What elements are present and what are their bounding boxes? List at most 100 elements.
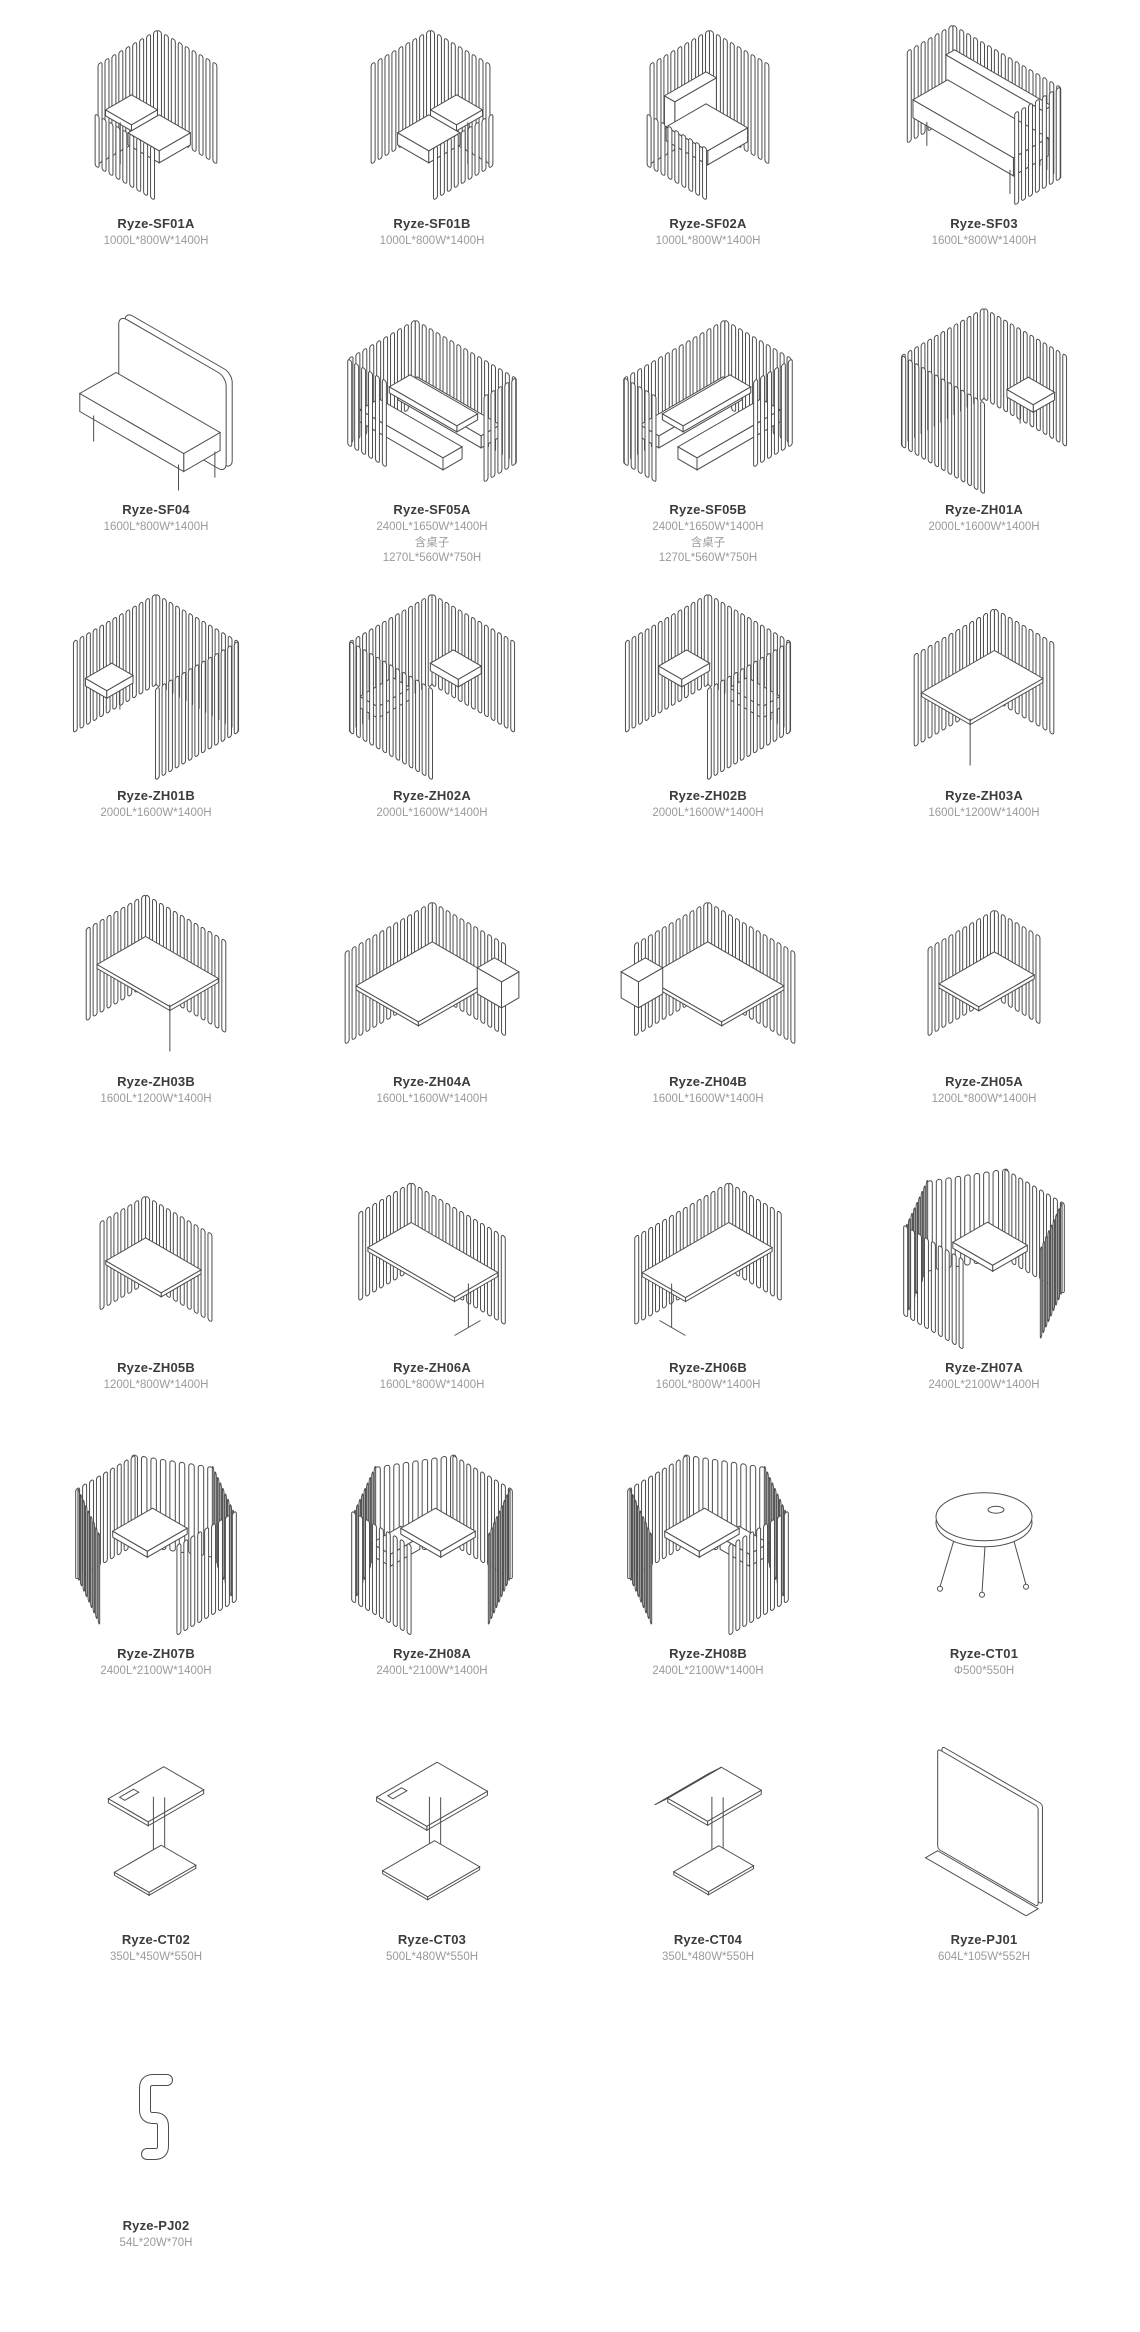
product-dims: 1600L*800W*1400H: [655, 1379, 761, 1391]
product-code: Ryze-SF01A: [117, 216, 195, 231]
product-cell: Ryze-ZH03B 1600L*1200W*1400H: [18, 872, 294, 1158]
product-dims: 1600L*800W*1400H: [931, 235, 1037, 247]
product-code: Ryze-ZH01A: [945, 502, 1023, 517]
product-caption: Ryze-SF05A 2400L*1650W*1400H 含桌子 1270L*5…: [376, 502, 487, 567]
product-code: Ryze-SF02A: [669, 216, 747, 231]
product-caption: Ryze-ZH01A 2000L*1600W*1400H: [928, 502, 1039, 536]
product-cell: Ryze-CT04 350L*480W*550H: [570, 1730, 846, 2016]
booth-table-illustration: [18, 14, 294, 216]
sofa-slat-illustration: [846, 14, 1122, 216]
product-dims: 2400L*2100W*1400H: [376, 1665, 488, 1677]
product-code: Ryze-ZH08B: [669, 1646, 747, 1661]
product-cell: Ryze-ZH01A 2000L*1600W*1400H: [846, 300, 1122, 586]
product-code: Ryze-SF05B: [669, 502, 747, 517]
product-caption: Ryze-ZH02B 2000L*1600W*1400H: [652, 788, 763, 822]
product-cell: Ryze-ZH02A 2000L*1600W*1400H: [294, 586, 570, 872]
product-cell: Ryze-CT02 350L*450W*550H: [18, 1730, 294, 2016]
product-dims: 54L*20W*70H: [119, 2237, 193, 2249]
product-code: Ryze-ZH06A: [393, 1360, 471, 1375]
product-cell: Ryze-ZH04B 1600L*1600W*1400H: [570, 872, 846, 1158]
desk-pod-box-illustration: [570, 872, 846, 1074]
hex-pod2-illustration: [294, 1444, 570, 1646]
product-dims: 1000L*800W*1400H: [655, 235, 761, 247]
product-code: Ryze-ZH01B: [117, 788, 195, 803]
u-pod-illustration: [18, 586, 294, 788]
product-caption: Ryze-ZH04B 1600L*1600W*1400H: [652, 1074, 763, 1108]
product-caption: Ryze-SF05B 2400L*1650W*1400H 含桌子 1270L*5…: [652, 502, 763, 567]
product-caption: Ryze-ZH05A 1200L*800W*1400H: [932, 1074, 1037, 1108]
product-cell: Ryze-PJ01 604L*105W*552H: [846, 1730, 1122, 2016]
product-cell: Ryze-SF01A 1000L*800W*1400H: [18, 14, 294, 300]
product-dims: 1600L*1600W*1400H: [652, 1093, 764, 1105]
product-code: Ryze-ZH02B: [669, 788, 747, 803]
hex-pod-illustration: [846, 1158, 1122, 1360]
product-caption: Ryze-SF03 1600L*800W*1400H: [932, 216, 1037, 250]
product-code: Ryze-CT01: [949, 1646, 1019, 1661]
product-dims: 2000L*1600W*1400H: [100, 807, 212, 819]
desk-pod-illustration: [18, 872, 294, 1074]
product-code: Ryze-ZH08A: [393, 1646, 471, 1661]
product-cell: Ryze-CT01 Φ500*550H: [846, 1444, 1122, 1730]
product-code: Ryze-SF01B: [393, 216, 471, 231]
product-code: Ryze-ZH07A: [945, 1360, 1023, 1375]
c-table-wide-illustration: [294, 1730, 570, 1932]
product-cell: Ryze-ZH07B 2400L*2100W*1400H: [18, 1444, 294, 1730]
product-cell: Ryze-ZH05A 1200L*800W*1400H: [846, 872, 1122, 1158]
panel-illustration: [846, 1730, 1122, 1932]
product-cell: Ryze-ZH08A 2400L*2100W*1400H: [294, 1444, 570, 1730]
product-caption: Ryze-SF01B 1000L*800W*1400H: [380, 216, 485, 250]
product-dims: 2000L*1600W*1400H: [928, 521, 1040, 533]
product-dims: 2400L*2100W*1400H: [652, 1665, 764, 1677]
big-pod-illustration: [294, 300, 570, 502]
product-dims: 1600L*1200W*1400H: [100, 1093, 212, 1105]
product-cell: Ryze-PJ02 54L*20W*70H: [18, 2016, 294, 2302]
product-caption: Ryze-ZH03A 1600L*1200W*1400H: [928, 788, 1039, 822]
product-code: Ryze-ZH04A: [393, 1074, 471, 1089]
product-dims: 500L*480W*550H: [385, 1951, 479, 1963]
product-dims: 1200L*800W*1400H: [931, 1093, 1037, 1105]
product-cell: Ryze-ZH05B 1200L*800W*1400H: [18, 1158, 294, 1444]
product-caption: Ryze-SF02A 1000L*800W*1400H: [656, 216, 761, 250]
desk-pod-illustration: [846, 586, 1122, 788]
product-caption: Ryze-ZH05B 1200L*800W*1400H: [104, 1360, 209, 1394]
product-cell: Ryze-SF01B 1000L*800W*1400H: [294, 14, 570, 300]
product-caption: Ryze-PJ02 54L*20W*70H: [120, 2218, 193, 2252]
product-dims: 2400L*1650W*1400H 含桌子 1270L*560W*750H: [652, 521, 764, 565]
product-dims: 1600L*1200W*1400H: [928, 807, 1040, 819]
product-code: Ryze-PJ01: [950, 1932, 1018, 1947]
product-cell: Ryze-ZH06A 1600L*800W*1400H: [294, 1158, 570, 1444]
product-code: Ryze-ZH07B: [117, 1646, 195, 1661]
product-caption: Ryze-ZH06A 1600L*800W*1400H: [380, 1360, 485, 1394]
product-dims: 1600L*1600W*1400H: [376, 1093, 488, 1105]
product-cell: Ryze-SF05A 2400L*1650W*1400H 含桌子 1270L*5…: [294, 300, 570, 586]
desk-pod-box-illustration: [294, 872, 570, 1074]
product-dims: Φ500*550H: [953, 1665, 1015, 1677]
product-code: Ryze-ZH05A: [945, 1074, 1023, 1089]
booth-table-illustration: [294, 14, 570, 216]
round-table-illustration: [846, 1444, 1122, 1646]
product-code: Ryze-ZH03A: [945, 788, 1023, 803]
product-code: Ryze-ZH06B: [669, 1360, 747, 1375]
product-code: Ryze-ZH04B: [669, 1074, 747, 1089]
desk-pod-sm-illustration: [18, 1158, 294, 1360]
product-code: Ryze-CT03: [397, 1932, 467, 1947]
product-dims: 2400L*1650W*1400H 含桌子 1270L*560W*750H: [376, 521, 488, 565]
product-cell: Ryze-CT03 500L*480W*550H: [294, 1730, 570, 2016]
sofa-plain-illustration: [18, 300, 294, 502]
product-dims: 1000L*800W*1400H: [103, 235, 209, 247]
u-pod-illustration: [846, 300, 1122, 502]
big-pod-illustration: [570, 300, 846, 502]
product-caption: Ryze-ZH01B 2000L*1600W*1400H: [100, 788, 211, 822]
product-dims: 2400L*2100W*1400H: [928, 1379, 1040, 1391]
hex-pod2-illustration: [570, 1444, 846, 1646]
product-code: Ryze-SF03: [950, 216, 1018, 231]
product-cell: Ryze-ZH03A 1600L*1200W*1400H: [846, 586, 1122, 872]
product-caption: Ryze-ZH06B 1600L*800W*1400H: [656, 1360, 761, 1394]
product-dims: 604L*105W*552H: [937, 1951, 1031, 1963]
product-code: Ryze-CT02: [121, 1932, 191, 1947]
product-caption: Ryze-CT02 350L*450W*550H: [110, 1932, 202, 1966]
product-caption: Ryze-SF01A 1000L*800W*1400H: [104, 216, 209, 250]
product-caption: Ryze-CT04 350L*480W*550H: [662, 1932, 754, 1966]
product-code: Ryze-CT04: [673, 1932, 743, 1947]
product-caption: Ryze-PJ01 604L*105W*552H: [938, 1932, 1030, 1966]
